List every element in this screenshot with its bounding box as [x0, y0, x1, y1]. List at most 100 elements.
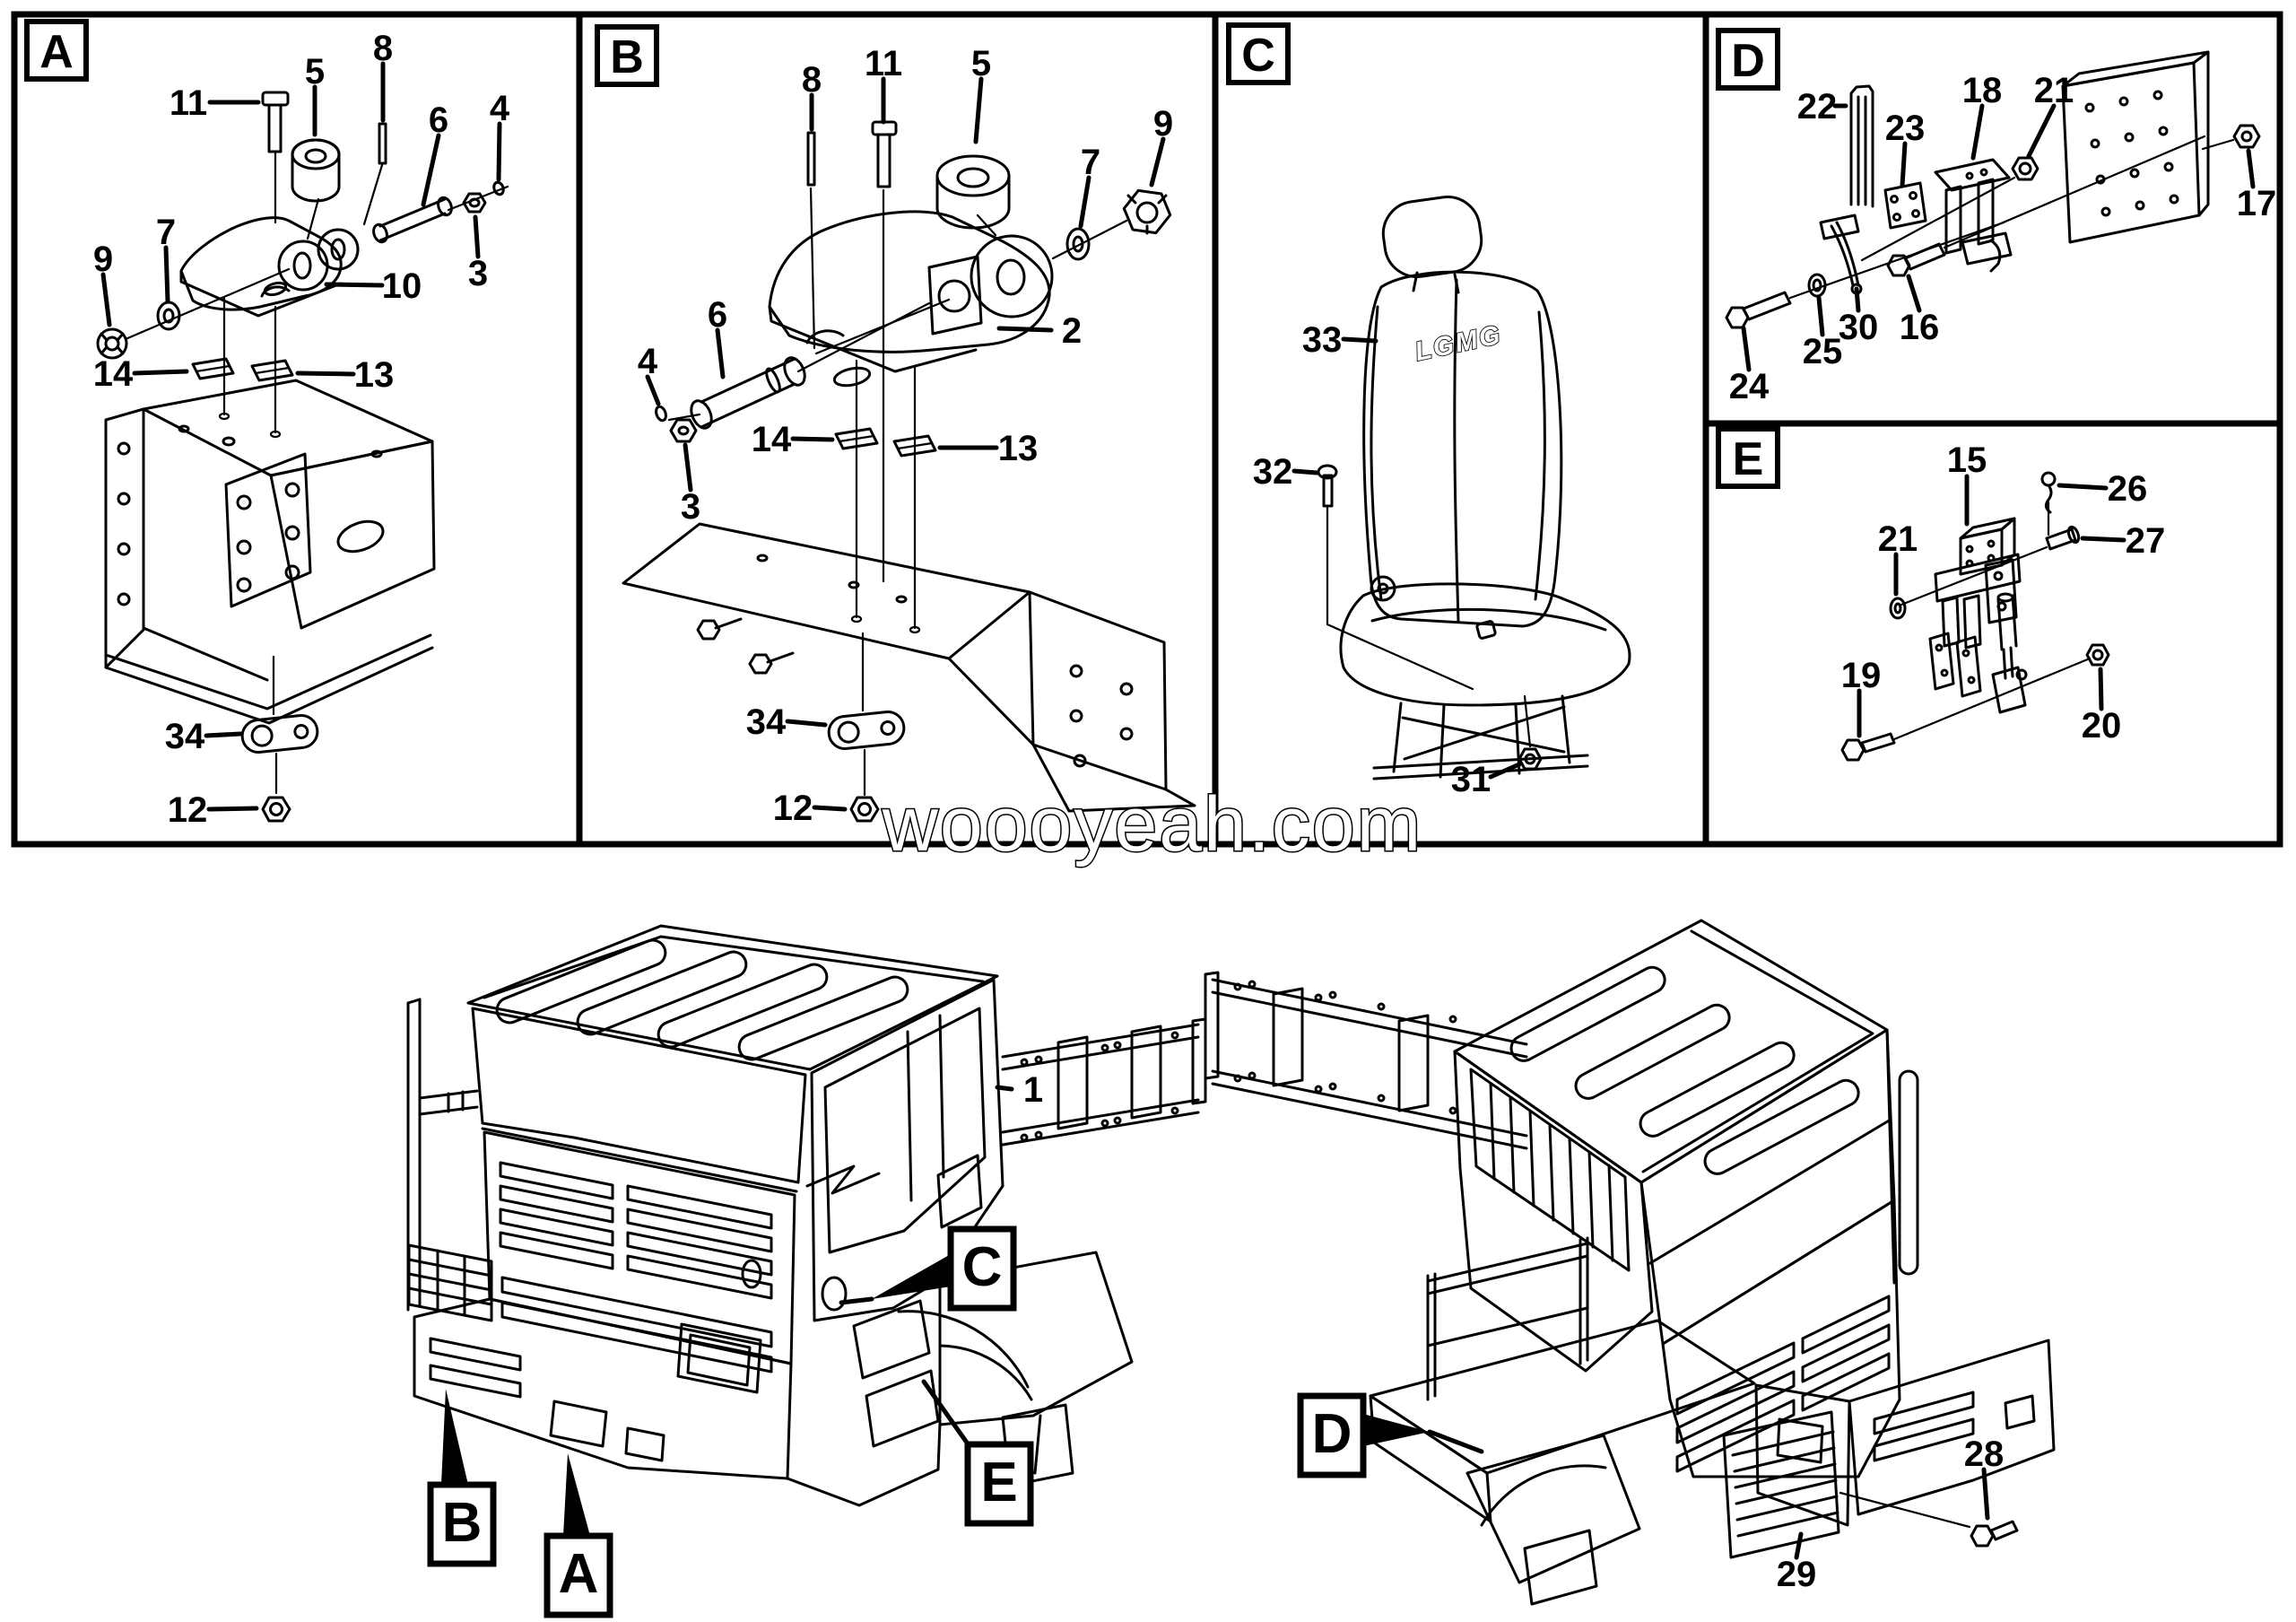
part-leader-line — [645, 374, 661, 406]
part-leader-line — [1970, 103, 1985, 161]
part-leader-line — [421, 133, 441, 207]
view-label-box-e — [1716, 426, 1780, 489]
view-label-box-e — [964, 1441, 1034, 1527]
panel-d-artwork — [1725, 50, 2261, 329]
view-label-c: C — [1241, 30, 1275, 82]
part-leader-line — [1900, 141, 1908, 188]
part-number-4: 4 — [490, 89, 510, 128]
part-leader-line — [2026, 103, 2057, 159]
panel-a-artwork — [96, 91, 509, 823]
part-number-18: 18 — [1962, 71, 2003, 110]
part-leader-line — [2098, 667, 2104, 711]
truck-cab-front-left-artwork — [406, 924, 1207, 1507]
part-number-14: 14 — [752, 420, 792, 459]
part-leader-line — [204, 731, 243, 738]
view-label-box-b — [427, 1481, 497, 1567]
view-label-d: D — [1312, 1403, 1352, 1465]
part-number-8: 8 — [802, 60, 822, 100]
part-leader-line — [163, 245, 170, 304]
part-number-12: 12 — [168, 790, 208, 830]
part-number-17: 17 — [2237, 184, 2277, 223]
part-number-9: 9 — [93, 240, 113, 279]
part-number-11: 11 — [865, 44, 902, 83]
view-label-box-d — [1716, 28, 1780, 91]
part-leader-line — [2080, 536, 2126, 543]
part-number-21: 21 — [2034, 71, 2074, 110]
view-label-a: A — [559, 1543, 599, 1605]
panel-c-artwork: LGMG — [1317, 196, 1631, 780]
part-number-27: 27 — [2126, 521, 2166, 561]
watermark-text: woooyeah.com — [882, 781, 1422, 868]
part-number-13: 13 — [354, 355, 395, 395]
part-number-2: 2 — [1062, 311, 1082, 351]
part-number-26: 26 — [2108, 469, 2148, 509]
part-number-8: 8 — [373, 29, 393, 68]
part-leader-line — [996, 326, 1054, 333]
ref-leader-line — [1427, 1429, 1484, 1454]
part-leader-line — [1741, 326, 1752, 372]
part-number-31: 31 — [1451, 760, 1492, 799]
part-leader-line — [1816, 295, 1825, 337]
part-number-22: 22 — [1797, 87, 1838, 126]
part-number-1: 1 — [1023, 1070, 1043, 1110]
part-number-9: 9 — [1153, 104, 1173, 144]
part-leader-line — [1078, 175, 1091, 229]
part-number-4: 4 — [638, 342, 658, 381]
part-leader-line — [790, 436, 835, 442]
part-number-32: 32 — [1253, 452, 1293, 492]
ref-arrow-wedge — [441, 1389, 468, 1485]
ref-leader-line — [921, 1379, 976, 1454]
part-number-3: 3 — [681, 487, 700, 527]
part-number-34: 34 — [165, 717, 205, 756]
part-leader-line — [1906, 274, 1922, 313]
ref-arrow-wedge — [1363, 1414, 1430, 1446]
part-leader-line — [995, 1085, 1014, 1092]
part-number-6: 6 — [429, 100, 448, 140]
panel-b-artwork — [622, 120, 1196, 823]
part-number-34: 34 — [746, 702, 787, 742]
part-number-29: 29 — [1777, 1555, 1817, 1594]
part-leader-line — [1341, 336, 1378, 344]
part-number-28: 28 — [1964, 1435, 2005, 1474]
view-label-e: E — [1733, 433, 1764, 485]
part-leader-line — [324, 282, 385, 288]
truck-cab-rear-left-artwork — [1204, 919, 2056, 1606]
part-number-6: 6 — [708, 295, 727, 335]
part-leader-line — [1981, 1467, 1990, 1521]
part-leader-line — [812, 805, 848, 812]
part-leader-line — [1854, 286, 1861, 313]
ref-leader-line — [839, 1296, 874, 1305]
part-number-30: 30 — [1839, 308, 1879, 347]
view-label-box-c — [947, 1225, 1017, 1312]
panel-e-artwork — [1840, 471, 2110, 762]
part-number-24: 24 — [1729, 367, 1770, 406]
part-number-13: 13 — [998, 429, 1039, 468]
part-number-20: 20 — [2082, 706, 2122, 746]
part-leader-line — [206, 806, 259, 812]
part-leader-line — [1292, 468, 1319, 475]
part-number-5: 5 — [305, 52, 325, 92]
part-number-25: 25 — [1803, 332, 1843, 371]
part-number-3: 3 — [468, 254, 488, 293]
part-number-33: 33 — [1302, 320, 1343, 360]
view-label-box-c — [1226, 22, 1291, 85]
ref-arrow-wedge — [872, 1254, 951, 1299]
part-number-16: 16 — [1900, 308, 1940, 347]
panel-grid — [11, 11, 2283, 848]
part-leader-line — [1488, 762, 1522, 780]
part-number-14: 14 — [93, 354, 134, 394]
part-number-5: 5 — [971, 44, 991, 83]
part-leader-line — [100, 272, 112, 327]
seat-brand-logo: LGMG — [1413, 319, 1505, 367]
view-label-box-a — [24, 19, 89, 82]
part-leader-line — [683, 442, 693, 493]
part-leader-line — [2057, 483, 2109, 491]
part-number-23: 23 — [1885, 109, 1926, 148]
part-leader-line — [496, 121, 502, 182]
view-label-d: D — [1731, 35, 1765, 87]
part-leader-line — [1149, 136, 1166, 187]
part-leader-line — [295, 371, 356, 377]
